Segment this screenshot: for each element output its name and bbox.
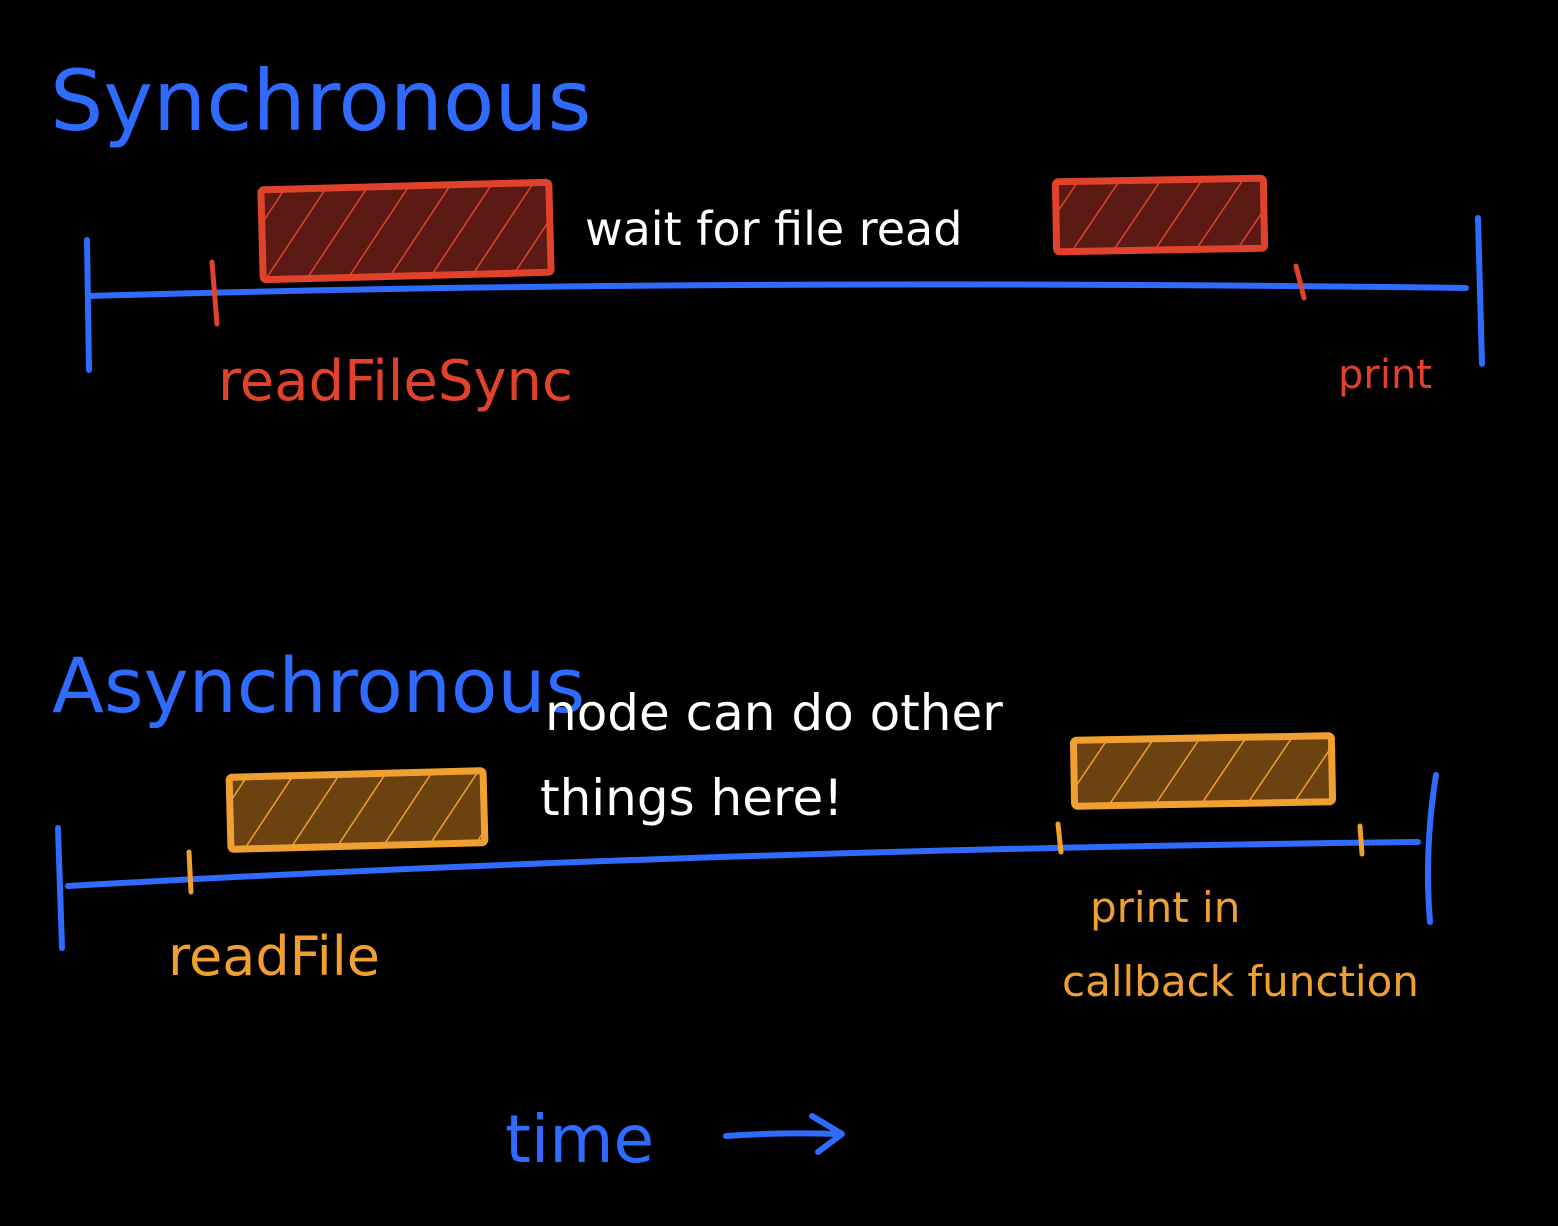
sync-wait-label: wait for file read — [585, 202, 962, 256]
sync-timeline — [87, 281, 1469, 299]
asynchronous-title: Asynchronous — [52, 641, 585, 730]
right-arrow-icon — [723, 1113, 845, 1155]
async-note-line1: node can do other — [545, 684, 1003, 742]
sync-timeline-end-cap — [1475, 215, 1485, 367]
synchronous-title: Synchronous — [50, 52, 591, 150]
async-task-box-right — [1069, 732, 1337, 810]
sync-tick-readfilesync — [209, 259, 220, 327]
async-tick-callback-end — [1357, 823, 1365, 857]
async-tick-readfile — [186, 849, 194, 895]
async-task-box-left — [225, 767, 489, 853]
asynchronous-section: Asynchronous node can do other things he… — [52, 641, 1439, 1006]
sync-tick-print — [1293, 263, 1307, 301]
time-label: time — [505, 1101, 654, 1178]
sync-blocking-box-left — [257, 178, 555, 284]
async-timeline-end-cap — [1425, 772, 1439, 925]
async-timeline — [65, 839, 1421, 889]
async-start-label: readFile — [168, 925, 380, 988]
synchronous-section: Synchronous wait for file read readFileS… — [50, 52, 1485, 414]
sync-blocking-box-right — [1051, 174, 1269, 256]
sync-start-label: readFileSync — [218, 349, 573, 414]
time-axis-legend: time — [505, 1101, 845, 1178]
async-timeline-start-cap — [55, 825, 65, 951]
async-note-line2: things here! — [540, 769, 843, 827]
sync-end-label: print — [1338, 352, 1432, 398]
async-end-label-line2: callback function — [1062, 957, 1419, 1006]
async-tick-callback-start — [1055, 821, 1064, 855]
sync-timeline-start-cap — [84, 237, 92, 373]
async-end-label-line1: print in — [1090, 883, 1240, 932]
